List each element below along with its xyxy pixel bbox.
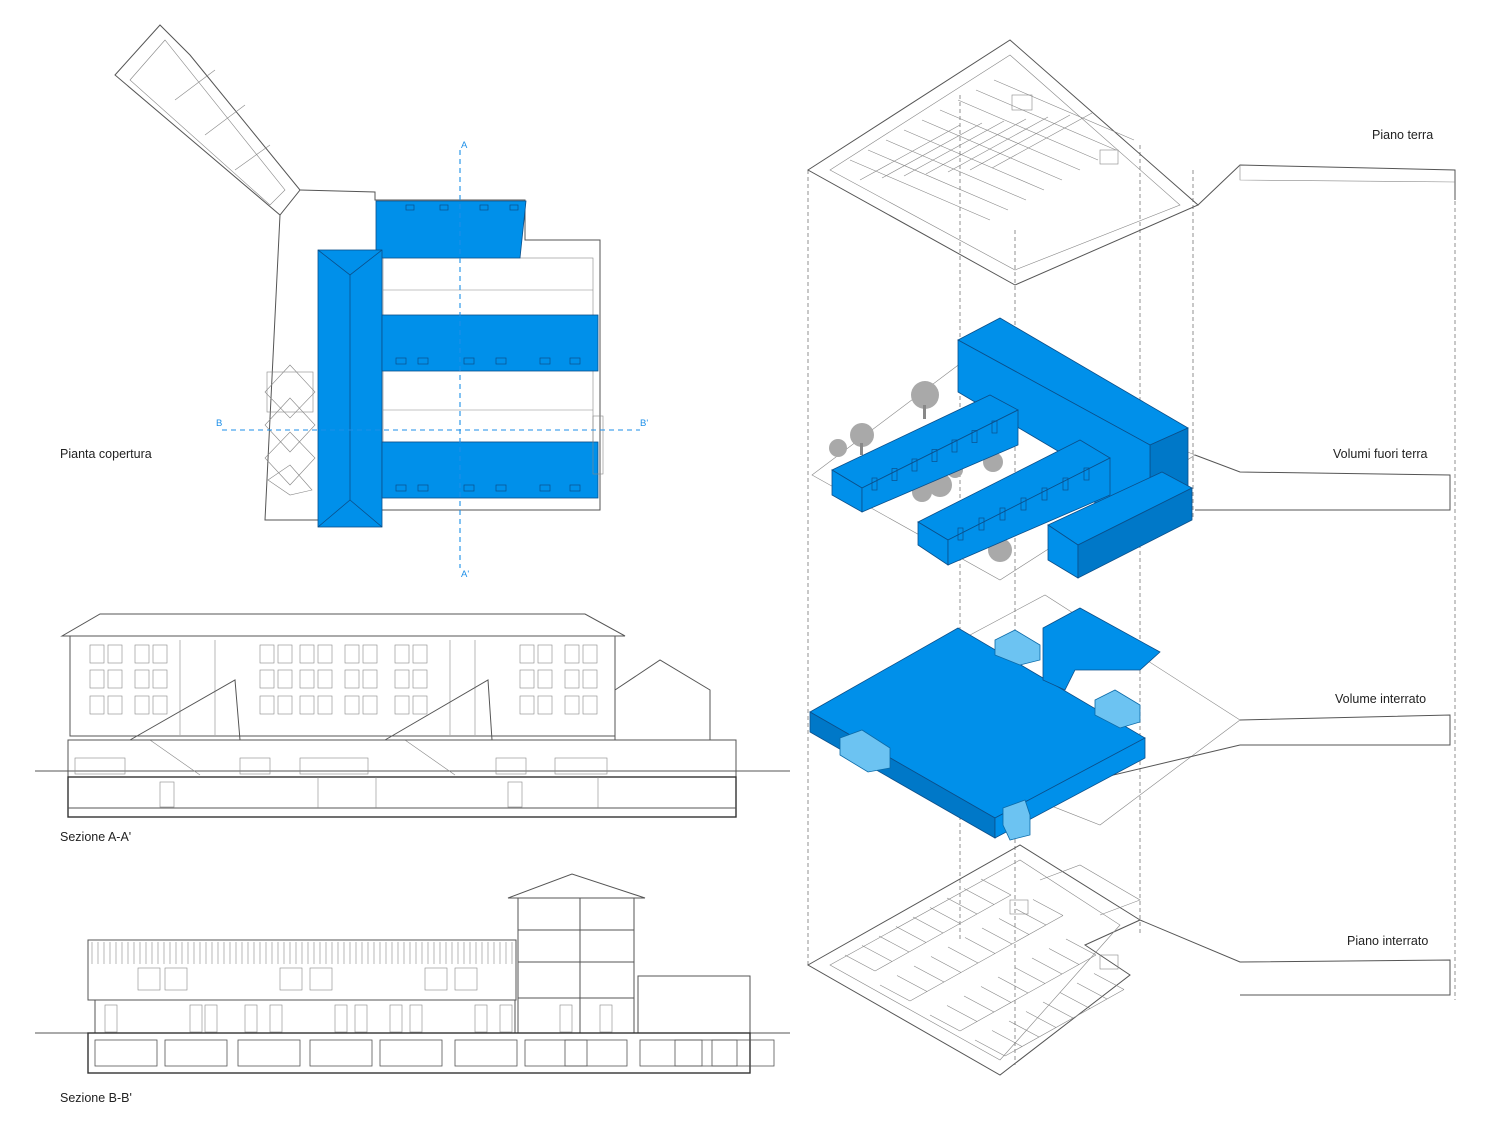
section-mark-b-left: B <box>216 418 222 429</box>
access-ramp-outline <box>114 24 301 216</box>
above-ground-volumes-label: Volumi fuori terra <box>1333 447 1428 461</box>
roof-plan: A A' B B' Pianta copertura <box>60 24 648 580</box>
section-bb-tower-roof <box>507 873 646 899</box>
basement-ramp-block <box>1042 607 1161 691</box>
section-aa-roof <box>60 613 626 637</box>
exploded-axonometric: Piano terra <box>806 39 1456 1076</box>
underground-volume <box>809 594 1451 841</box>
ground-floor-label: Piano terra <box>1372 128 1433 142</box>
ground-floor-plan <box>807 39 1456 286</box>
section-aa-drawing: Sezione A-A' <box>35 613 790 844</box>
section-aa-windows <box>89 640 598 735</box>
section-mark-a-top: A <box>461 140 468 151</box>
section-bb-title: Sezione B-B' <box>60 1091 132 1105</box>
section-bb-tower <box>517 897 635 1034</box>
section-aa-title: Sezione A-A' <box>60 830 131 844</box>
roof-north-block <box>375 200 527 259</box>
section-bb-drawing: Sezione B-B' <box>35 873 790 1105</box>
roof-plan-title: Pianta copertura <box>60 447 152 461</box>
roof-middle-wing <box>381 314 599 372</box>
underground-volume-label: Volume interrato <box>1335 692 1426 706</box>
roof-volumes <box>317 200 599 528</box>
section-bb-windows <box>104 967 613 1033</box>
underground-floor-label: Piano interrato <box>1347 934 1428 948</box>
section-mark-b-right: B' <box>640 418 648 429</box>
side-pavilion-roofs <box>264 364 316 496</box>
above-ground-volumes <box>811 317 1451 581</box>
section-mark-a-bottom: A' <box>461 569 469 580</box>
underground-floor-plan <box>806 844 1451 1076</box>
roof-south-wing <box>381 441 599 499</box>
